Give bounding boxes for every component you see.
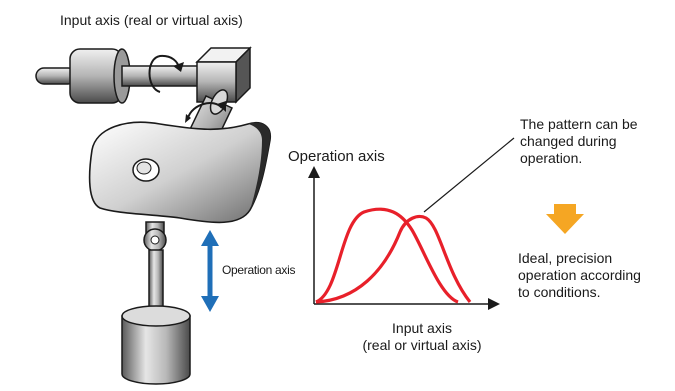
input-shaft [35,48,205,104]
pattern-note: The pattern can be changed during operat… [520,116,638,166]
operation-axis-small-label: Operation axis [222,263,296,277]
profile-curve-2 [315,214,472,304]
operation-axis-graph-label: Operation axis [288,148,385,165]
motion-profile-curves [315,207,472,304]
operation-axis-double-arrow [201,230,219,312]
input-axis-top-label: Input axis (real or virtual axis) [60,12,243,28]
cam [88,121,272,224]
pattern-leader-line [423,137,515,213]
graph-axes [308,166,500,310]
profile-curve-1 [315,207,459,304]
down-arrow-icon [546,204,584,234]
result-note: Ideal, precision operation according to … [518,250,641,300]
gear-box [195,46,252,104]
rotation-arrow-icon-2 [185,101,226,123]
input-axis-graph-label: Input axis (real or virtual axis) [362,320,482,353]
follower [121,221,191,385]
rotation-arrow-icon [148,54,184,93]
